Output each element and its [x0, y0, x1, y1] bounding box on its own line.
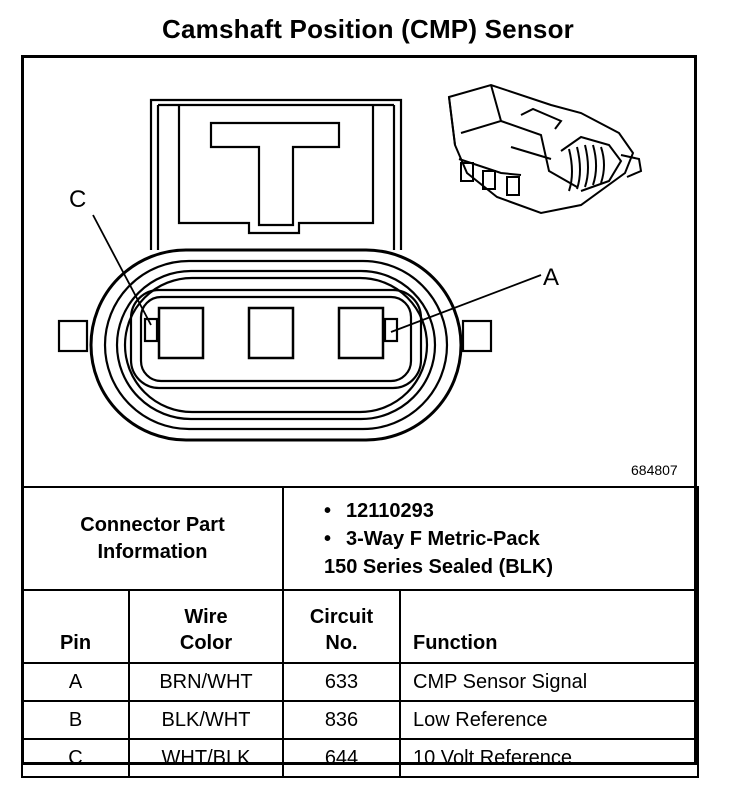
- connector-3d-sketch: [447, 83, 643, 215]
- table-row: A BRN/WHT 633 CMP Sensor Signal: [21, 662, 699, 702]
- connector-diagram: C A 684807: [57, 83, 678, 478]
- function-cell: Low Reference: [399, 700, 699, 740]
- figure-part-number: 684807: [631, 462, 678, 478]
- header-pin: Pin: [21, 589, 130, 664]
- wire-color-cell: WHT/BLK: [128, 738, 284, 778]
- pin-cell: C: [21, 738, 130, 778]
- connector-part-label: Connector Part Information: [21, 486, 284, 591]
- function-cell: 10 Volt Reference: [399, 738, 699, 778]
- leader-line-a: [390, 274, 542, 333]
- leader-line-c: [92, 214, 152, 326]
- table-row: C WHT/BLK 644 10 Volt Reference: [21, 738, 699, 778]
- connector-part-number: 12110293: [324, 497, 697, 525]
- circuit-cell: 633: [282, 662, 401, 702]
- pin-cell: A: [21, 662, 130, 702]
- connector-face-drawing: [57, 98, 542, 442]
- table-row: B BLK/WHT 836 Low Reference: [21, 700, 699, 740]
- circuit-cell: 644: [282, 738, 401, 778]
- page-title: Camshaft Position (CMP) Sensor: [162, 14, 574, 44]
- cavity-c: [157, 306, 205, 360]
- pin-table: Pin Wire Color Circuit No. Function A BR…: [21, 589, 699, 778]
- header-function: Function: [399, 589, 699, 664]
- connector-info-table: Connector Part Information 12110293 3-Wa…: [21, 486, 699, 591]
- header-wire-color: Wire Color: [128, 589, 284, 664]
- function-cell: CMP Sensor Signal: [399, 662, 699, 702]
- circuit-cell: 836: [282, 700, 401, 740]
- pin-label-a: A: [543, 264, 559, 291]
- cavity-b: [247, 306, 295, 360]
- cavity-a: [337, 306, 385, 360]
- pin-cell: B: [21, 700, 130, 740]
- wire-color-cell: BLK/WHT: [128, 700, 284, 740]
- header-circuit-no: Circuit No.: [282, 589, 401, 664]
- pin-label-c: C: [69, 186, 86, 213]
- wire-color-cell: BRN/WHT: [128, 662, 284, 702]
